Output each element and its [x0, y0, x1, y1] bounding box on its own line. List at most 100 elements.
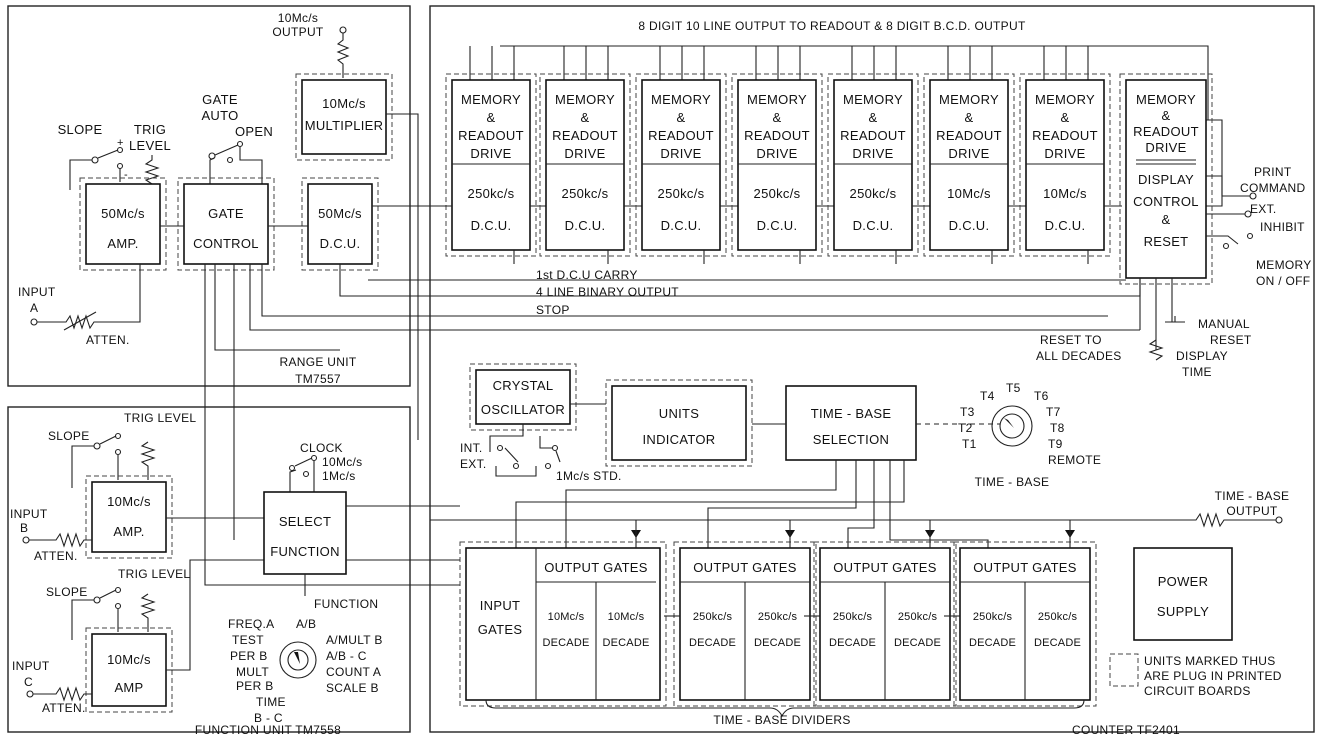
crystal-oscillator-block	[475, 369, 571, 425]
svg-text:250kc/s: 250kc/s	[973, 611, 1013, 623]
time-base-selection-block	[785, 385, 917, 461]
svg-text:10Mc/s: 10Mc/s	[107, 652, 151, 667]
svg-text:DRIVE: DRIVE	[756, 146, 797, 161]
svg-text:MEMORY: MEMORY	[747, 92, 807, 107]
manual-reset-label: MANUAL	[1198, 317, 1250, 331]
svg-text:DECADE: DECADE	[602, 637, 649, 649]
svg-text:250kc/s: 250kc/s	[758, 611, 798, 623]
legend-box	[1109, 653, 1139, 687]
function-label: FUNCTION	[314, 597, 378, 611]
svg-text:OUTPUT GATES: OUTPUT GATES	[693, 560, 797, 575]
input-c-label: INPUT	[12, 659, 50, 673]
svg-text:MEMORY: MEMORY	[1136, 92, 1196, 107]
svg-text:1Mc/s: 1Mc/s	[322, 469, 356, 483]
svg-text:CONTROL: CONTROL	[1133, 194, 1199, 209]
svg-text:T1: T1	[962, 437, 977, 451]
range-unit: 10Mc/s OUTPUT 10Mc/s MULTIPLIER GATE AUT…	[18, 11, 419, 440]
svg-text:PER B: PER B	[236, 679, 274, 693]
svg-text:DRIVE: DRIVE	[1044, 146, 1085, 161]
std-label: 1Mc/s STD.	[556, 469, 622, 483]
svg-text:&: &	[677, 110, 686, 125]
display-time-label: DISPLAY	[1176, 349, 1228, 363]
svg-text:250kc/s: 250kc/s	[562, 186, 609, 201]
svg-text:LEVEL: LEVEL	[129, 138, 171, 153]
tb-output-label: TIME - BASE	[1215, 489, 1290, 503]
power-supply-block	[1133, 547, 1233, 641]
inhibit-label: INHIBIT	[1260, 220, 1305, 234]
amp-b-block	[91, 481, 167, 553]
output-10mcs-label: 10Mc/s	[278, 11, 318, 25]
clock-label: CLOCK	[300, 441, 343, 455]
svg-text:FREQ.A: FREQ.A	[228, 617, 274, 631]
svg-text:C: C	[24, 675, 33, 689]
amp-c-block	[91, 633, 167, 707]
trig-level-c-label: TRIG LEVEL	[118, 567, 190, 581]
int-label: INT.	[460, 441, 483, 455]
function-unit: TRIG LEVEL SLOPE 10Mc/s AMP. INPUT B ATT…	[10, 411, 460, 737]
print-command-label: PRINT	[1254, 165, 1292, 179]
svg-text:DECADE: DECADE	[689, 637, 736, 649]
counter-frame	[429, 5, 1315, 733]
svg-text:DRIVE: DRIVE	[470, 146, 511, 161]
range-unit-frame	[7, 5, 411, 387]
svg-text:&: &	[773, 110, 782, 125]
svg-text:MEMORY: MEMORY	[843, 92, 903, 107]
svg-text:10Mc/s: 10Mc/s	[1043, 186, 1087, 201]
svg-text:OSCILLATOR: OSCILLATOR	[481, 402, 565, 417]
svg-text:DISPLAY: DISPLAY	[1138, 172, 1194, 187]
svg-text:&: &	[1061, 110, 1070, 125]
svg-text:DRIVE: DRIVE	[564, 146, 605, 161]
svg-text:DRIVE: DRIVE	[660, 146, 701, 161]
svg-text:D.C.U.: D.C.U.	[853, 218, 894, 233]
svg-text:AMP.: AMP.	[113, 524, 144, 539]
svg-text:CRYSTAL: CRYSTAL	[493, 378, 554, 393]
svg-text:10Mc/s: 10Mc/s	[548, 611, 585, 623]
svg-text:REMOTE: REMOTE	[1048, 453, 1101, 467]
svg-text:OUTPUT: OUTPUT	[272, 25, 323, 39]
reset-to-label: RESET TO	[1040, 333, 1102, 347]
svg-text:TM7557: TM7557	[295, 372, 341, 386]
svg-text:DRIVE: DRIVE	[852, 146, 893, 161]
svg-text:250kc/s: 250kc/s	[468, 186, 515, 201]
memory-onoff-label: MEMORY	[1256, 258, 1312, 272]
legend-line-2: ARE PLUG IN PRINTED	[1144, 669, 1282, 683]
svg-text:EXT.: EXT.	[460, 457, 487, 471]
svg-text:&: &	[487, 110, 496, 125]
svg-text:T5: T5	[1006, 381, 1021, 395]
svg-text:OUTPUT GATES: OUTPUT GATES	[973, 560, 1077, 575]
svg-text:T8: T8	[1050, 421, 1065, 435]
svg-text:A: A	[30, 301, 38, 315]
slope-a-label: SLOPE	[58, 122, 103, 137]
time-base-switch[interactable]: T4 T5 T6 T3 T7 T2 T8 T1 T9 REMOTE TIME -…	[958, 381, 1101, 489]
function-switch[interactable]: FREQ.A TEST PER B MULT PER B A/B A/MULT …	[228, 617, 383, 725]
svg-text:DECADE: DECADE	[829, 637, 876, 649]
svg-text:SUPPLY: SUPPLY	[1157, 604, 1209, 619]
function-unit-frame	[7, 406, 411, 733]
svg-text:DECADE: DECADE	[754, 637, 801, 649]
svg-text:250kc/s: 250kc/s	[693, 611, 733, 623]
trig-level-b-label: TRIG LEVEL	[124, 411, 196, 425]
binary-output: 4 LINE BINARY OUTPUT	[536, 285, 679, 299]
svg-text:DECADE: DECADE	[894, 637, 941, 649]
svg-text:DRIVE: DRIVE	[1145, 140, 1186, 155]
atten-c-label: ATTEN.	[42, 701, 86, 715]
svg-text:10Mc/s: 10Mc/s	[322, 455, 362, 469]
svg-text:D.C.U.: D.C.U.	[949, 218, 990, 233]
svg-text:250kc/s: 250kc/s	[850, 186, 897, 201]
svg-text:250kc/s: 250kc/s	[754, 186, 801, 201]
svg-text:SCALE B: SCALE B	[326, 681, 379, 695]
svg-text:B: B	[20, 521, 28, 535]
svg-text:READOUT: READOUT	[552, 128, 618, 143]
svg-text:T3: T3	[960, 405, 975, 419]
gate-control-block	[183, 183, 269, 265]
first-dcu-carry: 1st D.C.U CARRY	[536, 268, 638, 282]
stop-line: STOP	[536, 303, 570, 317]
